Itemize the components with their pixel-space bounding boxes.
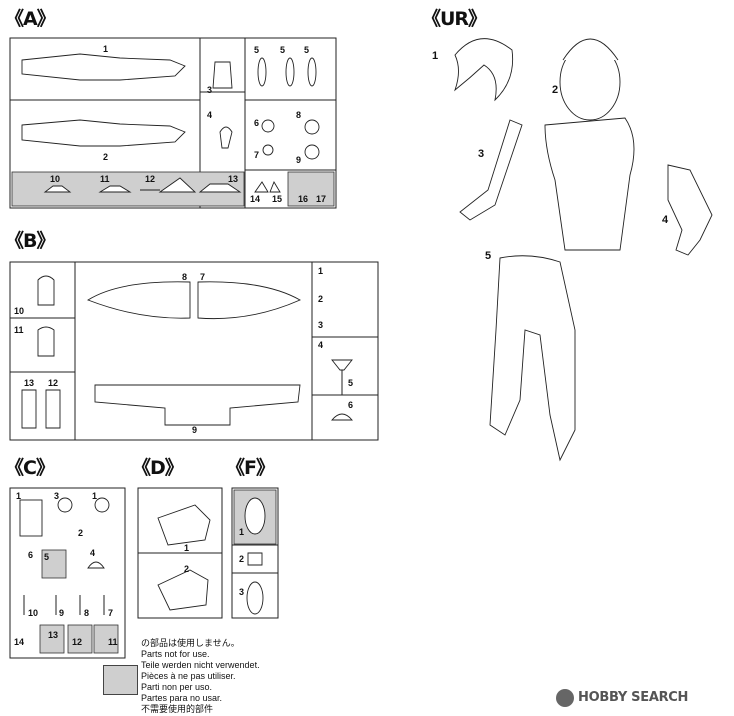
part-number: 9 [192, 425, 198, 435]
part-number: 10 [50, 174, 61, 184]
unused-parts-swatch [103, 665, 138, 695]
part-number: 12 [72, 637, 83, 647]
part-number: 5 [485, 250, 492, 262]
ur-figure [454, 38, 713, 462]
part-number: 11 [100, 174, 110, 184]
part-number: 6 [254, 118, 260, 128]
part-number: 1 [432, 50, 439, 62]
part-number: 2 [184, 564, 190, 574]
part-number: 9 [59, 608, 65, 618]
sheet-ur-label: 《UR》 [422, 8, 487, 30]
sheet-f-label: 《F》 [226, 457, 275, 479]
part-number: 1 [184, 543, 190, 553]
sheet-b-label: 《B》 [5, 230, 55, 252]
part-number: 4 [207, 110, 213, 120]
part-number: 13 [48, 630, 59, 640]
legend-line: Partes para no usar. [141, 693, 223, 703]
part-number: 15 [272, 194, 283, 204]
part-number: 5 [280, 45, 286, 55]
sheet-a-frame [9, 37, 337, 209]
part-number: 10 [14, 306, 25, 316]
part-number: 9 [296, 155, 302, 165]
part-number: 3 [239, 587, 245, 597]
part-number: 11 [108, 637, 118, 647]
part-number: 1 [103, 44, 109, 54]
legend-line: 不需要使用的部件 [141, 704, 214, 714]
part-number: 8 [296, 110, 302, 120]
unused-parts-legend: の部品は使用しません。 Parts not for use. Teile wer… [141, 638, 260, 715]
part-number: 6 [28, 550, 34, 560]
part-number: 12 [145, 174, 156, 184]
part-number: 7 [254, 150, 260, 160]
part-number: 5 [348, 378, 354, 388]
part-number: 10 [28, 608, 39, 618]
part-number: 7 [200, 272, 206, 282]
part-number: 12 [48, 378, 59, 388]
part-number: 8 [182, 272, 188, 282]
part-number: 6 [348, 400, 354, 410]
part-number: 5 [254, 45, 260, 55]
sheet-b-frame [9, 261, 379, 441]
legend-line: Parti non per uso. [141, 682, 213, 692]
sheet-c-frame [9, 487, 126, 659]
part-number: 1 [239, 527, 245, 537]
part-number: 11 [14, 325, 24, 335]
part-number: 1 [318, 266, 324, 276]
part-number: 3 [207, 85, 213, 95]
part-number: 4 [318, 340, 324, 350]
part-number: 7 [108, 608, 114, 618]
part-number: 14 [14, 637, 25, 647]
part-number: 14 [250, 194, 261, 204]
part-number: 5 [44, 552, 50, 562]
legend-line: の部品は使用しません。 [141, 638, 240, 648]
legend-line: Teile werden nicht verwendet. [141, 660, 260, 670]
part-number: 2 [103, 152, 109, 162]
sheet-d-frame [137, 487, 223, 619]
part-number: 1 [16, 491, 22, 501]
part-number: 2 [239, 554, 245, 564]
part-number: 3 [318, 320, 324, 330]
part-number: 17 [316, 194, 327, 204]
part-number: 13 [228, 174, 239, 184]
watermark-logo-icon [556, 689, 574, 707]
sheet-a-label: 《A》 [5, 8, 56, 30]
sheet-c-label: 《C》 [5, 457, 55, 479]
part-number: 2 [78, 528, 84, 538]
sheet-f-frame [231, 487, 279, 619]
part-number: 3 [478, 148, 485, 160]
sheet-d-label: 《D》 [132, 457, 184, 479]
part-number: 13 [24, 378, 35, 388]
part-number: 3 [54, 491, 60, 501]
part-number: 8 [84, 608, 90, 618]
part-number: 4 [90, 548, 96, 558]
legend-line: Pièces à ne pas utiliser. [141, 671, 236, 681]
part-number: 1 [92, 491, 98, 501]
part-number: 2 [318, 294, 324, 304]
part-number: 4 [662, 214, 669, 226]
part-number: 5 [304, 45, 310, 55]
part-number: 16 [298, 194, 309, 204]
part-number: 2 [552, 84, 559, 96]
watermark: HOBBY SEARCH [578, 690, 689, 705]
legend-line: Parts not for use. [141, 649, 210, 659]
